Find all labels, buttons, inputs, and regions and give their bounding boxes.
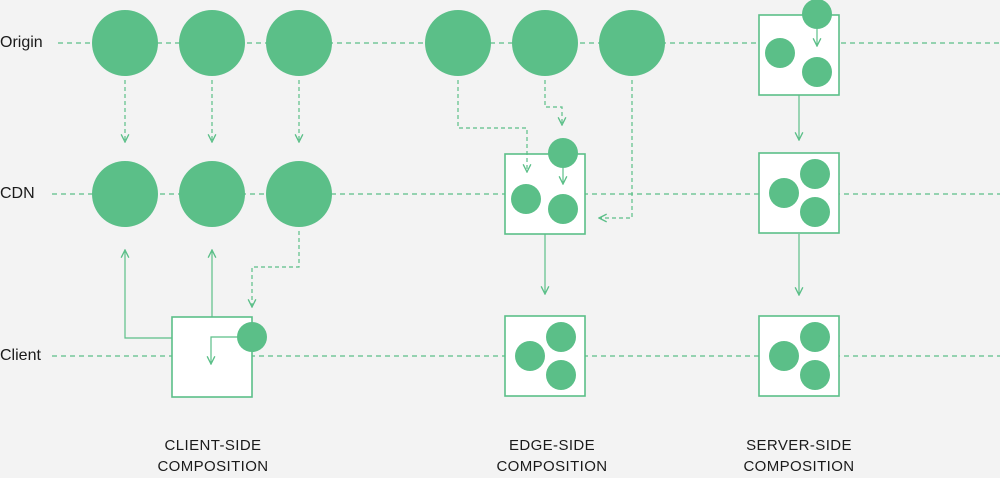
fragment-node	[769, 178, 799, 208]
row-label-client: Client	[0, 347, 41, 364]
fragment-node	[800, 159, 830, 189]
fragment-node	[511, 184, 541, 214]
fragment-node	[802, 0, 832, 29]
fragment-node	[548, 138, 578, 168]
fragment-node	[769, 341, 799, 371]
fetch-arrow	[457, 80, 527, 172]
fragment-node	[237, 322, 267, 352]
cdn-node	[266, 161, 332, 227]
caption-line: CLIENT-SIDE	[164, 437, 262, 454]
fragment-node	[800, 322, 830, 352]
request-arrow	[125, 250, 172, 339]
origin-node	[599, 10, 665, 76]
caption-line: COMPOSITION	[743, 458, 855, 475]
fragment-node	[515, 341, 545, 371]
fragment-node	[800, 360, 830, 390]
origin-node	[266, 10, 332, 76]
edge-side-group	[425, 10, 665, 397]
fetch-arrow	[252, 231, 300, 307]
fragment-node	[548, 194, 578, 224]
fragment-node	[800, 197, 830, 227]
caption-line: EDGE-SIDE	[508, 437, 596, 454]
caption-line: SERVER-SIDE	[746, 437, 852, 454]
caption-line: COMPOSITION	[496, 458, 608, 475]
cdn-node	[179, 161, 245, 227]
fetch-arrow	[599, 80, 633, 218]
caption-line: COMPOSITION	[157, 458, 269, 475]
server-side-group	[758, 0, 840, 397]
compose-arrow	[211, 336, 238, 364]
fragment-node	[765, 38, 795, 68]
caption-edge-side: EDGE-SIDE COMPOSITION	[452, 435, 652, 477]
fragment-node	[546, 322, 576, 352]
origin-node	[512, 10, 578, 76]
fragment-node	[802, 57, 832, 87]
caption-client-side: CLIENT-SIDE COMPOSITION	[113, 435, 313, 477]
origin-node	[179, 10, 245, 76]
client-side-group	[92, 10, 332, 398]
fetch-arrow	[544, 80, 562, 125]
cdn-node	[92, 161, 158, 227]
caption-server-side: SERVER-SIDE COMPOSITION	[699, 435, 899, 477]
fragment-node	[546, 360, 576, 390]
row-label-cdn: CDN	[0, 185, 35, 202]
row-label-origin: Origin	[0, 34, 43, 51]
origin-node	[92, 10, 158, 76]
origin-node	[425, 10, 491, 76]
